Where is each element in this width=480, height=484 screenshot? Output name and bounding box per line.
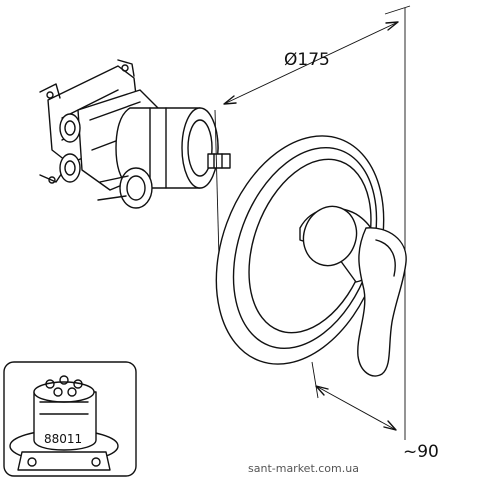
part-number-label: 88011 <box>44 432 83 446</box>
lever-handle <box>299 205 407 377</box>
concealed-valve-body <box>39 59 231 209</box>
diameter-dimension-lines <box>214 5 411 440</box>
depth-label: ~90 <box>403 442 439 462</box>
depth-dimension-lines <box>311 361 397 431</box>
diameter-label: Ø175 <box>284 50 330 70</box>
watermark-text: sant-market.com.ua <box>248 462 359 475</box>
inset-box <box>3 361 137 477</box>
trim-escutcheon <box>215 135 385 365</box>
